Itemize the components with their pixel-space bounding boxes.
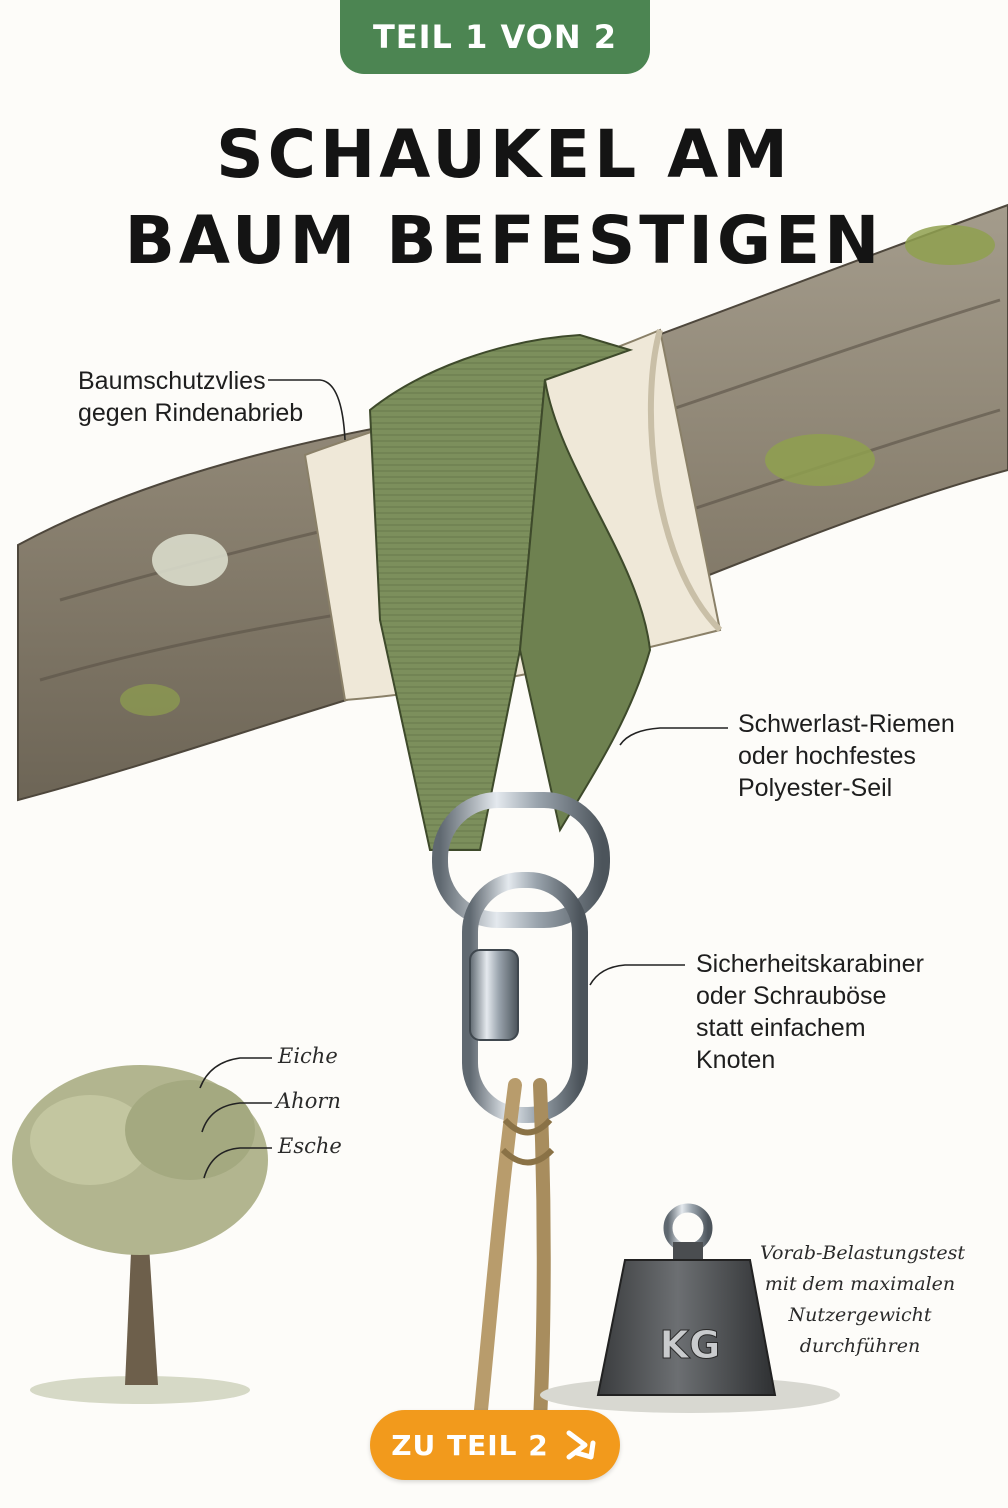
callout-carabiner-line2: oder Schrauböse <box>696 982 887 1010</box>
callout-carabiner-line4: Knoten <box>696 1046 776 1074</box>
rope <box>473 1078 555 1427</box>
load-test-line4: durchführen <box>799 1335 921 1357</box>
callout-strap: Schwerlast-Riemen oder hochfestes Polyes… <box>738 708 955 804</box>
callout-strap-line1: Schwerlast-Riemen <box>738 710 955 738</box>
callout-strap-line2: oder hochfestes <box>738 742 916 770</box>
next-part-button-label: ZU TEIL 2 <box>391 1428 549 1462</box>
part-badge-label: TEIL 1 VON 2 <box>372 18 618 56</box>
species-maple: Ahorn <box>276 1089 341 1113</box>
page-title-line1: SCHAUKEL AM <box>216 116 792 193</box>
leader-lines <box>199 379 728 1179</box>
load-test-note: Vorab-Belastungstest mit dem maximalen N… <box>760 1238 966 1362</box>
page-title-line2: BAUM BEFESTIGEN <box>124 202 884 279</box>
test-weight <box>540 1203 840 1413</box>
callout-strap-line3: Polyester-Seil <box>738 774 893 802</box>
strap <box>368 333 652 851</box>
load-test-line1: Vorab-Belastungstest <box>760 1242 966 1264</box>
load-test-line3: Nutzergewicht <box>788 1304 932 1326</box>
callout-protection-line2: gegen Rindenabrieb <box>78 399 304 427</box>
arrow-down-right-icon <box>566 1430 596 1460</box>
callout-carabiner: Sicherheitskarabiner oder Schrauböse sta… <box>696 948 924 1076</box>
callout-protection-line1: Baumschutzvlies <box>78 367 266 395</box>
page-title: SCHAUKEL AM BAUM BEFESTIGEN <box>0 112 1008 284</box>
species-ash: Esche <box>278 1134 342 1158</box>
callout-carabiner-line1: Sicherheitskarabiner <box>696 950 924 978</box>
tree-illustration <box>12 1065 268 1404</box>
callout-carabiner-line3: statt einfachem <box>696 1014 866 1042</box>
species-oak: Eiche <box>278 1044 338 1068</box>
part-badge: TEIL 1 VON 2 <box>340 0 650 74</box>
carabiner <box>462 872 588 1123</box>
next-part-button[interactable]: ZU TEIL 2 <box>370 1410 620 1480</box>
metal-ring <box>432 792 610 928</box>
weight-label: KG <box>660 1323 721 1367</box>
load-test-line2: mit dem maximalen <box>764 1273 956 1295</box>
callout-protection: Baumschutzvlies gegen Rindenabrieb <box>78 365 303 429</box>
